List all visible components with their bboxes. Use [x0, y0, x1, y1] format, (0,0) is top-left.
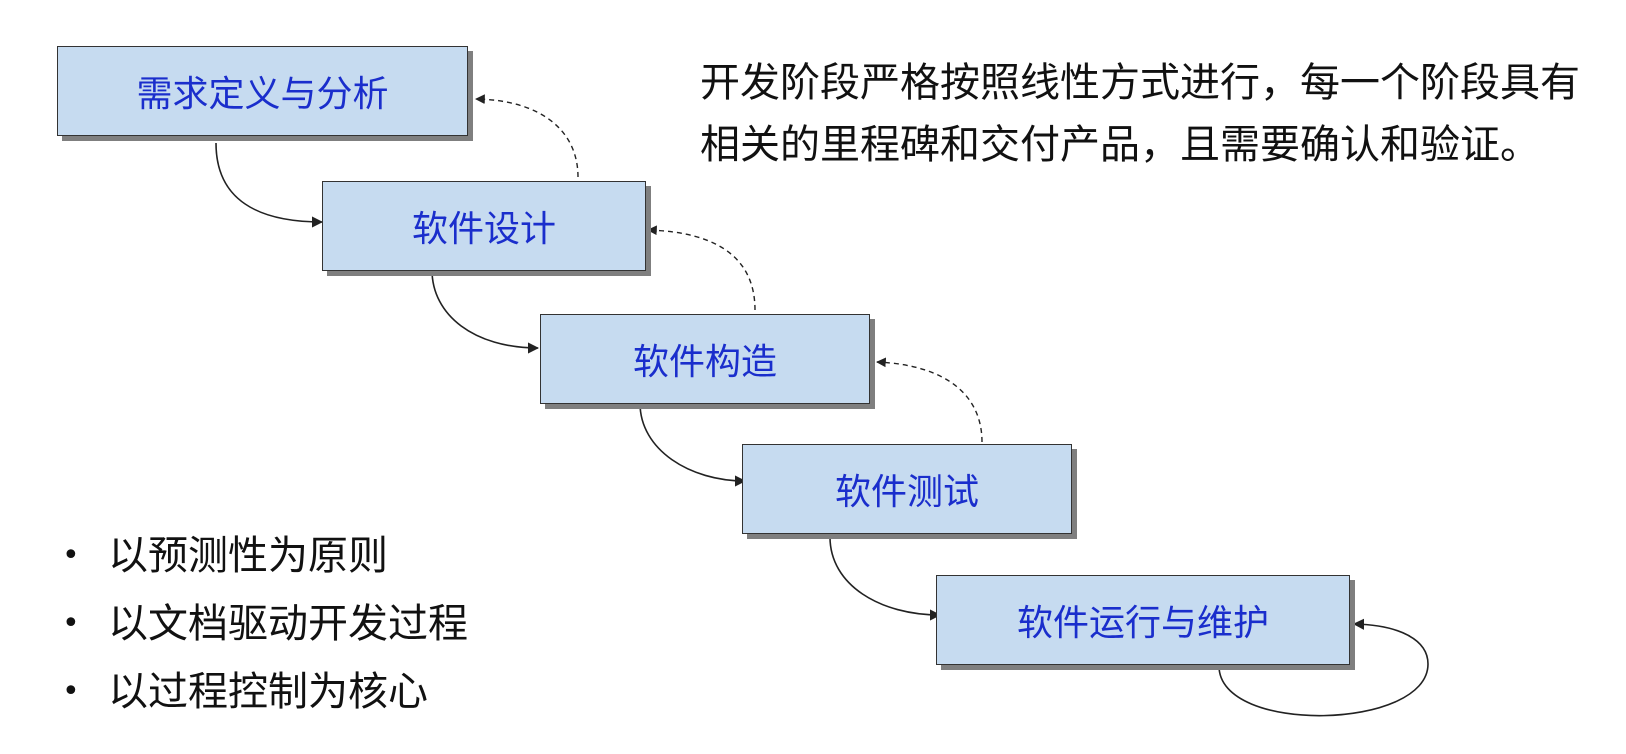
forward-arrow-testing-to-maintenance [829, 536, 942, 621]
principle-item: 以预测性为原则 [62, 522, 468, 590]
maintenance-self-loop-arrow [1218, 618, 1429, 717]
process-description: 开发阶段严格按照线性方式进行，每一个阶段具有 相关的里程碑和交付产品，且需要确认… [700, 52, 1600, 176]
feedback-arrow-construction-to-design [647, 225, 756, 311]
forward-arrow-design-to-construction [431, 269, 540, 354]
principle-item: 以过程控制为核心 [62, 658, 468, 726]
stage-requirements-analysis: 需求定义与分析 [57, 46, 468, 136]
forward-arrow-construction-to-testing [639, 402, 747, 487]
description-line-2: 相关的里程碑和交付产品，且需要确认和验证。 [700, 122, 1540, 168]
principles-list: 以预测性为原则 以文档驱动开发过程 以过程控制为核心 [62, 522, 468, 726]
feedback-arrow-testing-to-construction [876, 357, 983, 443]
description-line-1: 开发阶段严格按照线性方式进行，每一个阶段具有 [700, 60, 1580, 106]
stage-software-construction: 软件构造 [540, 314, 870, 404]
feedback-arrow-design-to-requirements [475, 94, 579, 178]
stage-software-testing: 软件测试 [742, 444, 1072, 534]
forward-arrow-requirements-to-design [215, 142, 324, 228]
stage-software-design: 软件设计 [322, 181, 646, 271]
stage-operation-maintenance: 软件运行与维护 [936, 575, 1350, 665]
principle-item: 以文档驱动开发过程 [62, 590, 468, 658]
